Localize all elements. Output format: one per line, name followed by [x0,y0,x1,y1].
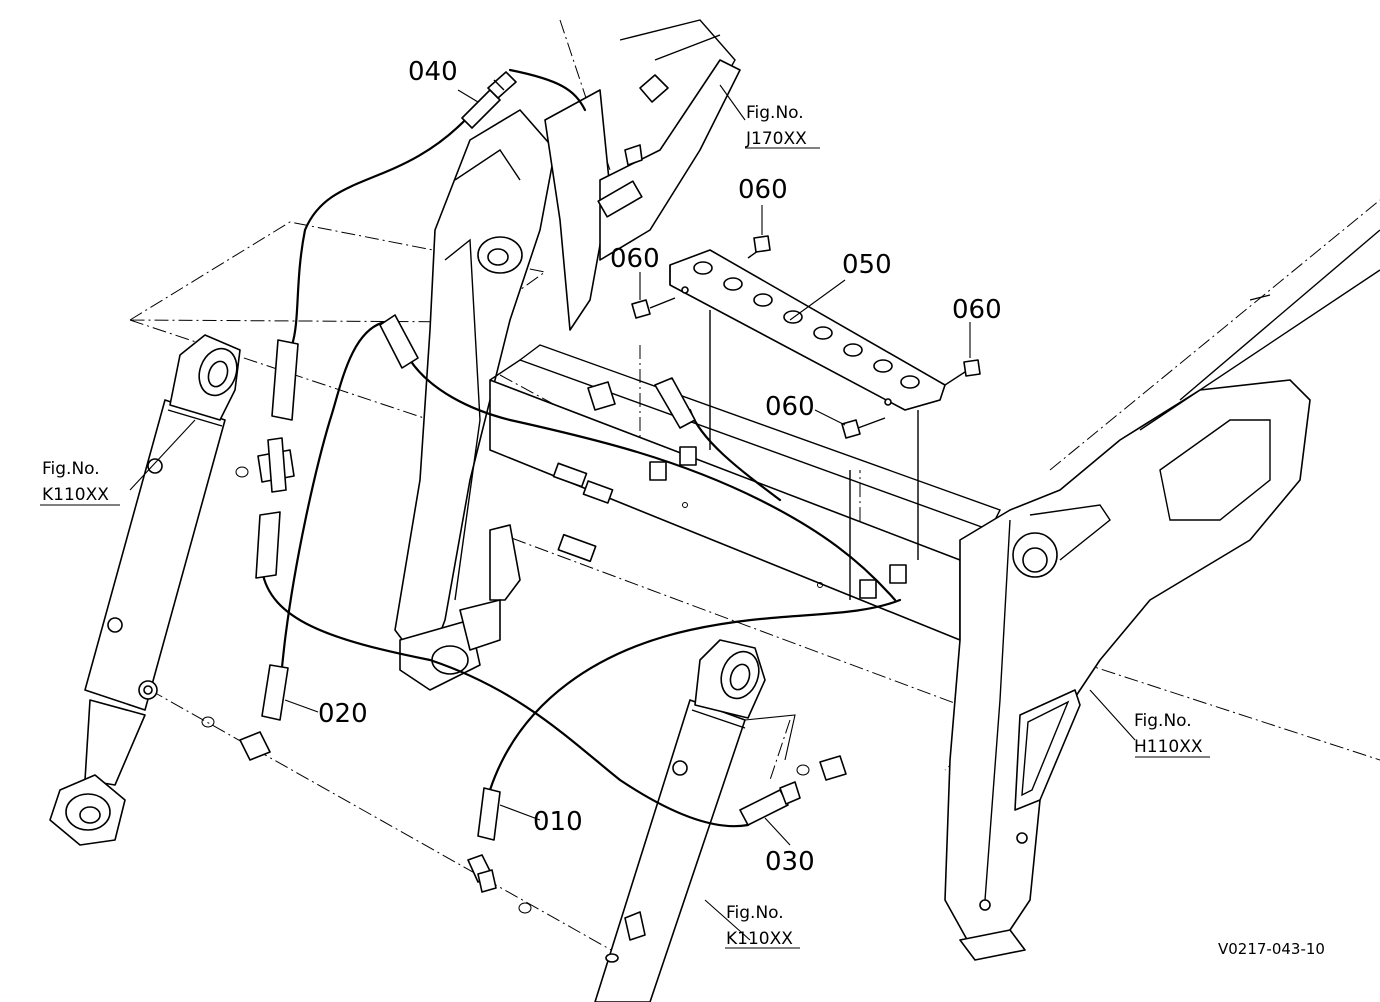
o-ring-icon [518,902,532,914]
hose-030-line [260,568,750,828]
fig-code: H110XX [1134,737,1203,757]
hose-040-line [290,113,472,347]
label-060-c: 060 [952,295,1002,325]
fitting-010 [467,787,501,893]
leader-lines [40,84,1210,949]
fig-code: K110XX [726,929,793,949]
fitting-020 [239,664,289,761]
o-ring-icon [796,764,810,776]
part-labels: 040 020 010 030 050 060 060 060 060 [318,57,1002,877]
fig-ref-k110-right: Fig.No. K110XX [726,903,793,949]
o-ring-icon [235,466,249,478]
hoses [260,68,902,828]
clamp-fitting [587,381,616,411]
label-030: 030 [765,847,815,877]
right-boom-arm [944,229,1380,961]
bolts-060 [631,235,981,439]
left-boom-arm [394,19,741,691]
hose-020-line [276,320,387,702]
hose-010-line [488,598,902,792]
fig-code: J170XX [745,129,807,149]
fig-no-label: Fig.No. [42,459,100,479]
label-050: 050 [842,250,892,280]
fig-ref-j170: Fig.No. J170XX [745,103,807,149]
drawing-code: V0217-043-10 [1218,940,1325,958]
cross-beam [459,344,1001,651]
label-060-d: 060 [765,392,815,422]
label-020: 020 [318,699,368,729]
fig-no-label: Fig.No. [726,903,784,923]
coupler-middle [654,377,696,429]
hose-inner-line [408,358,897,602]
figure-references: Fig.No. J170XX Fig.No. K110XX Fig.No. H1… [42,103,1203,949]
label-060-b: 060 [738,175,788,205]
fig-code: K110XX [42,485,109,505]
fitting-upper [639,74,669,103]
bolt-icon [631,297,676,319]
bolt-icon [747,235,771,259]
fig-no-label: Fig.No. [1134,711,1192,731]
label-010: 010 [533,807,583,837]
bolt-icon [841,417,886,439]
bolt-icon [944,359,981,386]
fitting-040 [461,71,517,129]
label-040: 040 [408,57,458,87]
fig-no-label: Fig.No. [746,103,804,123]
left-hydraulic-cylinder [49,334,241,846]
fittings [201,71,847,914]
right-hydraulic-cylinder [594,639,766,1002]
tee-fitting [255,339,299,579]
fig-ref-h110: Fig.No. H110XX [1134,711,1203,757]
o-ring-icon [201,716,215,728]
coupler-030 [739,781,801,826]
elbow-fitting-right [819,755,847,781]
label-060-a: 060 [610,244,660,274]
fitting-hose-end [379,314,419,369]
hose-040-upper [508,68,587,112]
fig-ref-k110-left: Fig.No. K110XX [42,459,109,505]
